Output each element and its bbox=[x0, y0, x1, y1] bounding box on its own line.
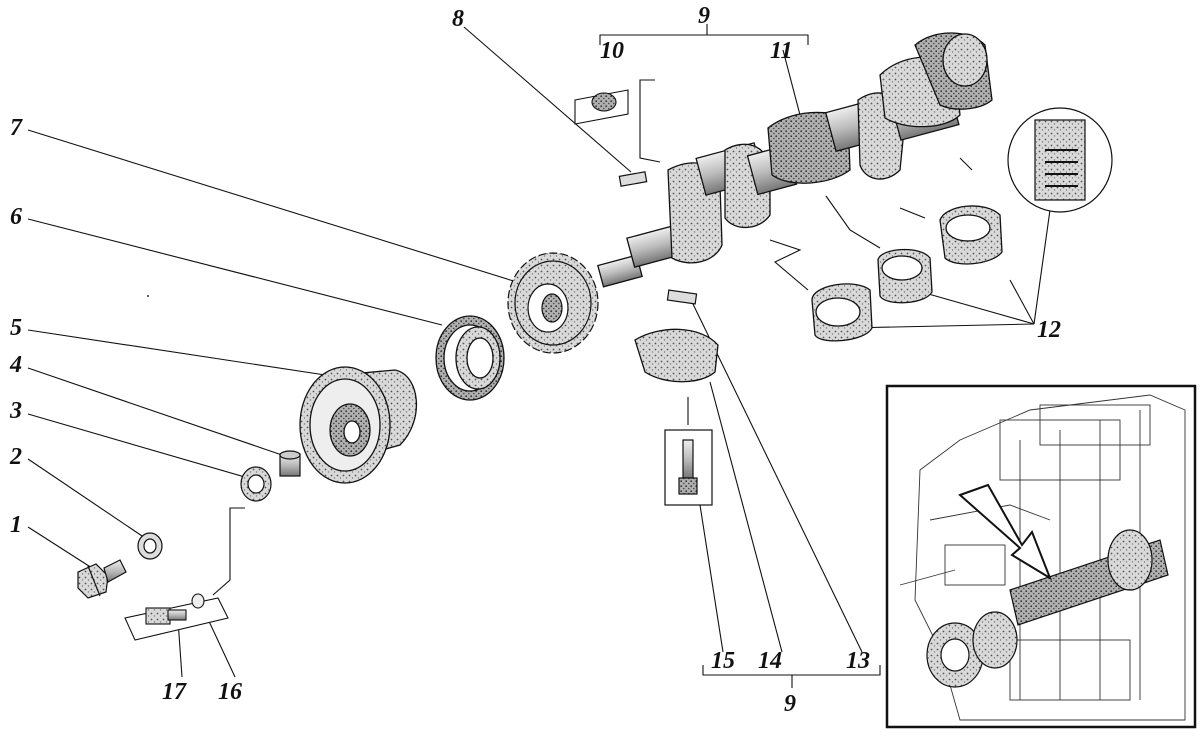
part-6-seal bbox=[435, 315, 505, 401]
label-3: 3 bbox=[9, 398, 22, 424]
part-5-pulley bbox=[299, 366, 418, 484]
label-5: 5 bbox=[10, 315, 22, 341]
label-17: 17 bbox=[162, 679, 187, 705]
label-12: 12 bbox=[1037, 317, 1061, 343]
part-12-bearings bbox=[811, 205, 1003, 342]
part-15-bolt-inset bbox=[664, 429, 713, 506]
label-2: 2 bbox=[9, 444, 22, 470]
part-2-washer bbox=[137, 532, 163, 560]
label-7: 7 bbox=[10, 115, 23, 141]
label-16: 16 bbox=[218, 679, 242, 705]
part-14-counterweight bbox=[634, 328, 719, 383]
bearing-shell-1 bbox=[811, 283, 873, 342]
label-8: 8 bbox=[452, 6, 464, 32]
part-4-bushing bbox=[279, 450, 301, 477]
stray-dot bbox=[147, 295, 149, 297]
part-13-key bbox=[666, 289, 698, 305]
part-8-key bbox=[618, 171, 648, 187]
part-7-gear bbox=[507, 252, 599, 354]
part-16-17-inset bbox=[124, 593, 229, 641]
leader-lines bbox=[27, 24, 1051, 688]
inset-crankshaft bbox=[926, 529, 1169, 688]
label-6: 6 bbox=[10, 204, 22, 230]
location-arrow-icon bbox=[958, 483, 1053, 581]
part-1-bolt bbox=[77, 559, 127, 599]
label-15: 15 bbox=[711, 648, 735, 674]
label-4: 4 bbox=[9, 352, 22, 378]
number-labels: 1 2 3 4 5 6 7 8 9 10 11 12 13 14 15 16 1… bbox=[9, 3, 1061, 717]
bearing-shell-2 bbox=[877, 248, 933, 304]
crankshaft bbox=[597, 32, 993, 288]
label-1: 1 bbox=[10, 512, 22, 538]
label-14: 14 bbox=[758, 648, 782, 674]
label-13: 13 bbox=[846, 648, 870, 674]
part-10-inset bbox=[574, 89, 629, 125]
label-10: 10 bbox=[600, 38, 624, 64]
engine-location-inset bbox=[885, 384, 1197, 729]
label-9-bottom: 9 bbox=[784, 691, 796, 717]
label-9-top: 9 bbox=[698, 3, 710, 29]
label-11: 11 bbox=[770, 38, 793, 64]
bearing-shell-3 bbox=[939, 205, 1003, 265]
part-3-lock-washer bbox=[240, 466, 272, 502]
bearing-detail-inset bbox=[1007, 107, 1113, 213]
